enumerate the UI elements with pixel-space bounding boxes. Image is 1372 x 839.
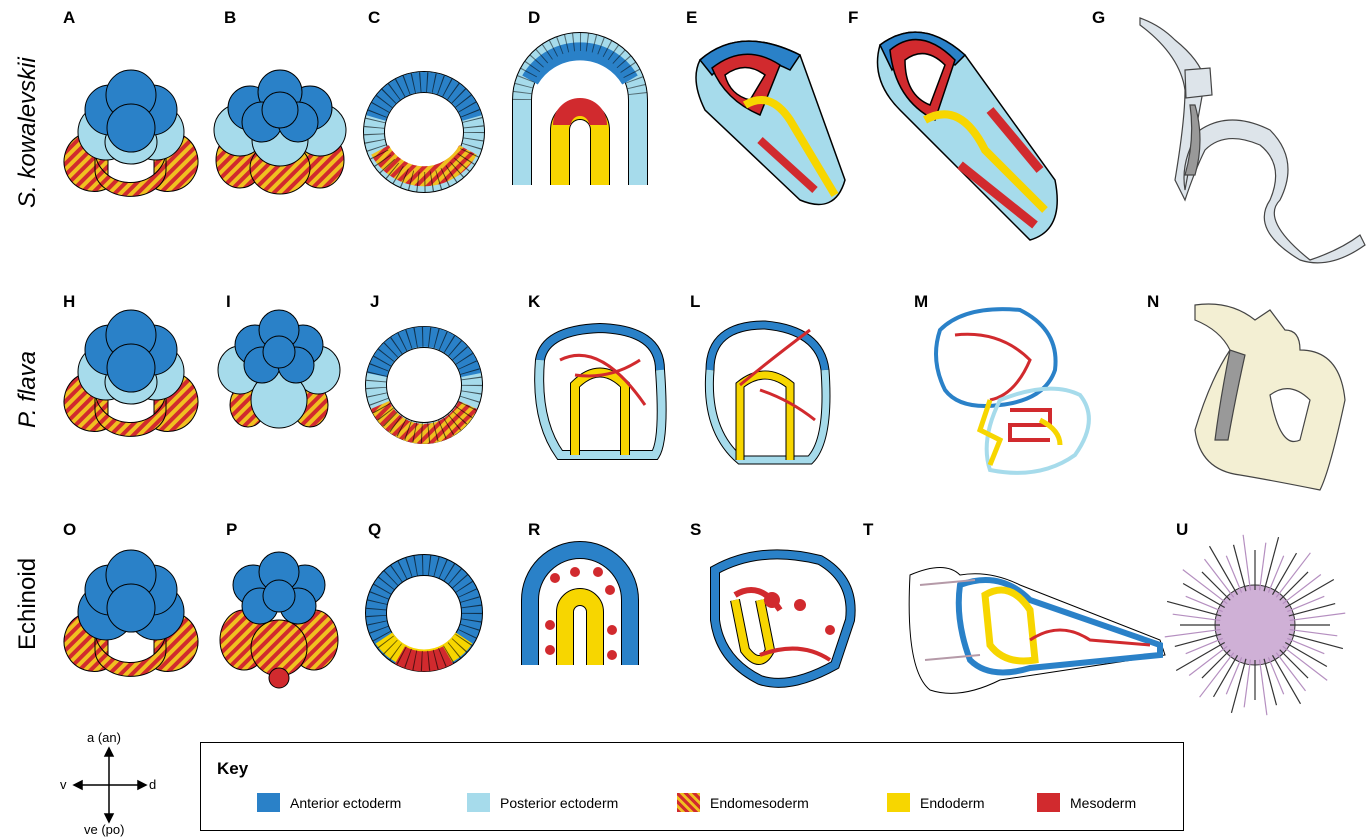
- urchin-spine: [1287, 596, 1324, 611]
- embryo-l-larva: [709, 325, 826, 460]
- urchin-spine: [1226, 657, 1241, 694]
- urchin-spine: [1289, 604, 1335, 616]
- embryo-s-larva: [715, 554, 851, 682]
- anterior-ectoderm-swatch: [257, 793, 280, 812]
- adult-worm-n: [1195, 304, 1345, 490]
- embryo-k-gastrula: [539, 328, 662, 455]
- urchin-spine: [1289, 634, 1343, 648]
- axis-arrows: [74, 748, 146, 822]
- embryo-h-8cell: [64, 310, 198, 436]
- embryo-m-tornaria: [936, 309, 1089, 473]
- urchin-spine: [1268, 556, 1283, 593]
- axis-label-right: d: [149, 777, 156, 792]
- urchin-spine: [1290, 630, 1338, 636]
- adult-worm-g: [1140, 18, 1365, 263]
- embryo-b-16cell: [214, 70, 346, 194]
- urchin-spine: [1202, 650, 1230, 678]
- embryo-i-16cell: [218, 310, 340, 428]
- key-item-posterior-ectoderm: Posterior ectoderm: [467, 793, 618, 812]
- urchin-spine: [1173, 614, 1221, 620]
- endoderm-swatch: [887, 793, 910, 812]
- urchin-spine: [1290, 613, 1346, 620]
- embryo-r-gastrula: [530, 550, 630, 665]
- key-title: Key: [217, 759, 248, 779]
- urchin-spine: [1264, 537, 1278, 591]
- axis-label-left: v: [60, 777, 67, 792]
- embryo-a-8cell: [64, 70, 198, 196]
- axis-label-top: a (an): [87, 730, 121, 745]
- embryo-o-8cell: [64, 550, 198, 676]
- urchin-spine: [1234, 545, 1246, 591]
- embryo-t-pluteus: [909, 568, 1165, 694]
- embryo-e-larva: [696, 41, 845, 204]
- key-legend: Key Anterior ectoderm Posterior ectoderm…: [200, 742, 1184, 831]
- urchin-spine: [1280, 572, 1308, 600]
- urchin-spine: [1186, 596, 1223, 611]
- embryo-f-larva: [878, 32, 1058, 240]
- urchin-spine: [1287, 638, 1324, 653]
- mesoderm-swatch: [1037, 793, 1060, 812]
- key-item-endomesoderm: Endomesoderm: [677, 793, 809, 812]
- key-item-label: Endomesoderm: [710, 795, 809, 811]
- urchin-spine: [1268, 657, 1283, 694]
- key-item-endoderm: Endoderm: [887, 793, 985, 812]
- key-item-label: Endoderm: [920, 795, 985, 811]
- key-item-label: Posterior ectoderm: [500, 795, 618, 811]
- embryo-d-gastrula: [522, 42, 638, 185]
- urchin-spine: [1260, 660, 1267, 716]
- urchin-spine: [1280, 650, 1308, 678]
- embryo-j-blastula: [376, 337, 472, 434]
- urchin-spine: [1264, 659, 1276, 705]
- key-item-label: Anterior ectoderm: [290, 795, 401, 811]
- embryo-p-16cell: [220, 552, 338, 688]
- urchin-spine: [1186, 638, 1223, 653]
- key-item-anterior-ectoderm: Anterior ectoderm: [257, 793, 401, 812]
- urchin-spine: [1202, 572, 1230, 600]
- urchin-spine: [1244, 660, 1250, 708]
- posterior-ectoderm-swatch: [467, 793, 490, 812]
- urchin-spine: [1226, 556, 1241, 593]
- urchin-spine: [1167, 601, 1221, 615]
- key-item-mesoderm: Mesoderm: [1037, 793, 1136, 812]
- embryo-q-blastula: [376, 565, 472, 661]
- urchin-spine: [1260, 543, 1266, 591]
- endomesoderm-swatch: [677, 793, 700, 812]
- urchin-spine: [1231, 659, 1245, 713]
- axis-label-bottom: ve (po): [84, 822, 124, 837]
- urchin-spine: [1243, 535, 1250, 591]
- key-item-label: Mesoderm: [1070, 795, 1136, 811]
- urchin-spine: [1165, 630, 1221, 637]
- embryo-c-blastula: [374, 82, 474, 182]
- urchin-spine: [1175, 634, 1221, 646]
